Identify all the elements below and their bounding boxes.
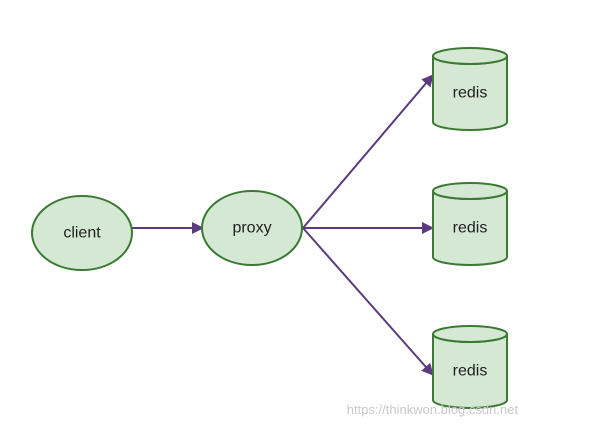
redis-top-cylinder-lid <box>432 47 508 65</box>
redis-middle-cylinder-lid <box>432 182 508 200</box>
client-ellipse <box>31 195 133 271</box>
edge-proxy-to-redis-bottom <box>302 227 434 376</box>
proxy-label: proxy <box>232 220 271 237</box>
client-node[interactable]: client <box>31 195 133 271</box>
proxy-ellipse <box>201 190 303 266</box>
redis-top-node[interactable]: redis <box>432 47 508 131</box>
redis-middle-node[interactable]: redis <box>432 182 508 266</box>
redis-bottom-cylinder-lid <box>432 325 508 343</box>
redis-bottom-label: redis <box>453 363 488 380</box>
redis-top-label: redis <box>453 85 488 102</box>
redis-bottom-node[interactable]: redis <box>432 325 508 409</box>
watermark-text: https://thinkwon.blog.csdn.net <box>347 402 519 417</box>
edge-proxy-to-redis-top <box>302 74 434 229</box>
redis-middle-label: redis <box>453 220 488 237</box>
client-label: client <box>63 225 101 242</box>
proxy-node[interactable]: proxy <box>201 190 303 266</box>
